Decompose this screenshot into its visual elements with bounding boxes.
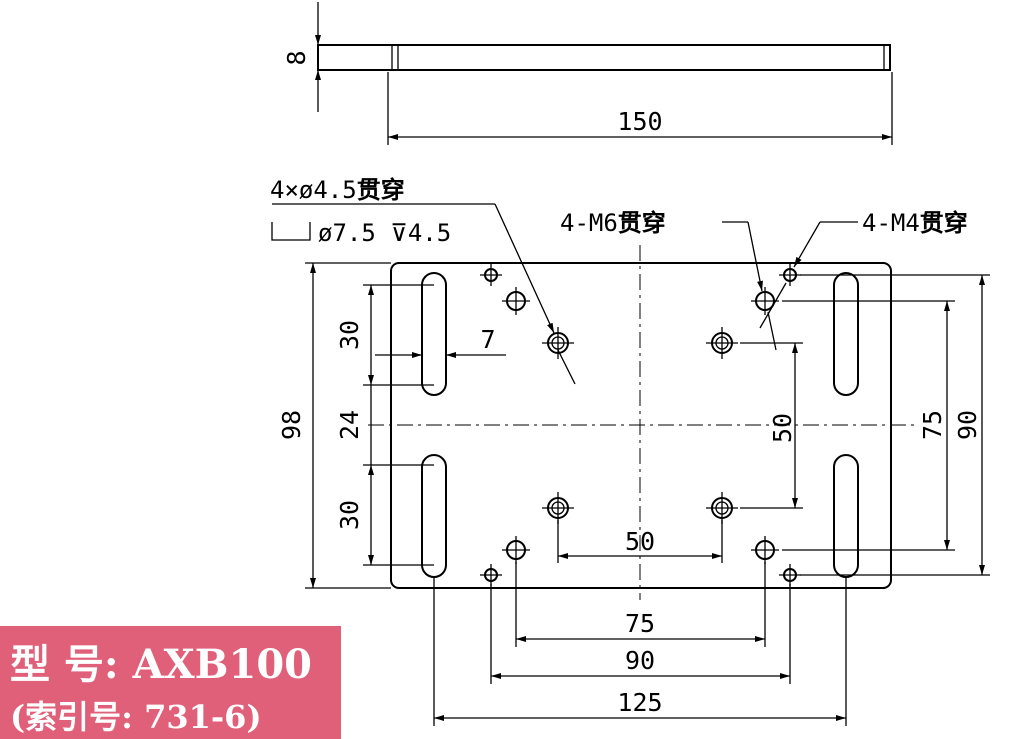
counterbore-symbol-icon — [271, 222, 311, 241]
m4-callout-prefix: 4-M4 — [862, 209, 920, 237]
plate-outline — [368, 245, 915, 600]
m4-callout: 4-M4贯穿 — [862, 209, 968, 237]
m6-holes — [502, 287, 779, 564]
dim-m6-horizontal-spacing: 50 — [625, 527, 655, 556]
counterbore-spec: ø7.5 ⊽4.5 — [318, 219, 451, 247]
dim-plate-height: 98 — [277, 410, 306, 440]
counterbore-callout: 4×ø4.5贯穿 — [270, 176, 405, 204]
m4-holes — [480, 264, 801, 586]
model-index: (索引号: 731-6) — [10, 698, 262, 736]
dim-slot-length-bottom: 30 — [335, 500, 364, 530]
dim-m4-inner-spacing: 75 — [625, 609, 655, 638]
counterbore-callout-prefix: 4×ø4.5 — [270, 176, 357, 204]
dim-slot-offset: 7 — [480, 325, 495, 354]
model-label: 型 号: AXB100 (索引号: 731-6) — [0, 626, 341, 739]
counterbore-callout-suffix: 贯穿 — [357, 176, 405, 204]
left-dimensions: 98 30 24 30 7 — [277, 262, 506, 589]
dim-slot-horizontal-spacing: 125 — [617, 688, 662, 717]
dim-thickness: 8 — [282, 50, 311, 65]
dim-slot-gap: 24 — [335, 410, 364, 440]
dim-m4-vertical-spacing: 75 — [918, 410, 947, 440]
dim-m4-outer-spacing: 90 — [625, 646, 655, 675]
m6-callout-suffix: 贯穿 — [618, 209, 666, 237]
right-dimensions: 50 75 90 — [740, 274, 990, 576]
dim-m6-vertical-spacing: 50 — [768, 413, 797, 443]
bottom-dimensions: 50 75 90 125 — [433, 520, 847, 726]
dim-slot-vertical-spacing: 90 — [953, 410, 982, 440]
counterbore-holes — [542, 327, 738, 524]
m4-callout-suffix: 贯穿 — [920, 209, 968, 237]
model-number: 型 号: AXB100 — [10, 641, 312, 688]
dim-side-length: 150 — [617, 107, 662, 136]
dim-slot-length-top: 30 — [335, 320, 364, 350]
annotations: 4×ø4.5贯穿 ø7.5 ⊽4.5 4-M6贯穿 4-M4贯穿 — [270, 176, 968, 385]
side-view: 8 150 — [282, 2, 893, 145]
m6-callout: 4-M6贯穿 — [560, 209, 666, 237]
m6-callout-prefix: 4-M6 — [560, 209, 618, 237]
